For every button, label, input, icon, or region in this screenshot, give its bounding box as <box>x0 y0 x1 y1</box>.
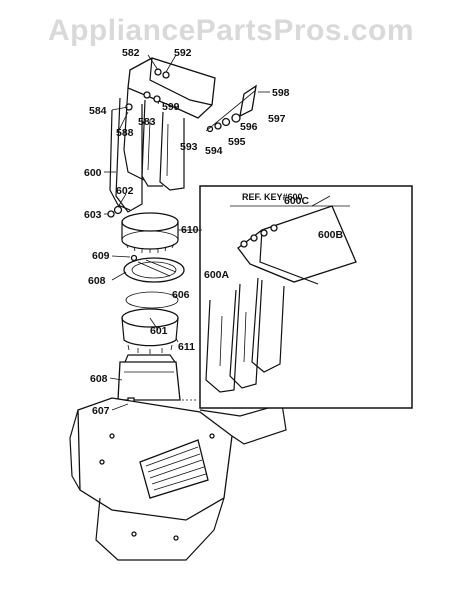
label-606: 606 <box>172 289 190 301</box>
callout-labels: 582 592 598 584 599 583 588 596 597 595 … <box>84 47 344 417</box>
label-600c: 600C <box>284 195 310 207</box>
label-611: 611 <box>178 341 195 353</box>
label-607: 607 <box>92 405 110 417</box>
label-597: 597 <box>268 113 286 125</box>
label-610: 610 <box>181 224 199 236</box>
inset-title: REF. KEY#600 <box>242 192 303 202</box>
ring-stack <box>107 205 185 354</box>
label-583: 583 <box>138 116 156 128</box>
label-608-upper: 608 <box>88 275 106 287</box>
label-582: 582 <box>122 47 140 59</box>
label-593: 593 <box>180 141 198 153</box>
label-602: 602 <box>116 185 134 197</box>
leader-lines <box>104 54 270 411</box>
label-592: 592 <box>174 47 192 59</box>
label-596: 596 <box>240 121 258 133</box>
label-588: 588 <box>116 127 134 139</box>
label-598: 598 <box>272 87 290 99</box>
label-601: 601 <box>150 325 168 337</box>
label-594: 594 <box>205 145 223 157</box>
label-584: 584 <box>89 105 107 117</box>
ref-key-inset <box>199 185 413 409</box>
label-600b: 600B <box>318 229 344 241</box>
label-600a: 600A <box>204 269 230 281</box>
deflector-crank-parts <box>205 84 257 133</box>
label-603: 603 <box>84 209 102 221</box>
label-599: 599 <box>162 101 180 113</box>
blower-housing <box>69 354 287 561</box>
upper-chute-assembly <box>109 57 216 213</box>
label-608-lower: 608 <box>90 373 108 385</box>
label-600: 600 <box>84 167 102 179</box>
label-595: 595 <box>228 136 246 148</box>
label-609: 609 <box>92 250 110 262</box>
